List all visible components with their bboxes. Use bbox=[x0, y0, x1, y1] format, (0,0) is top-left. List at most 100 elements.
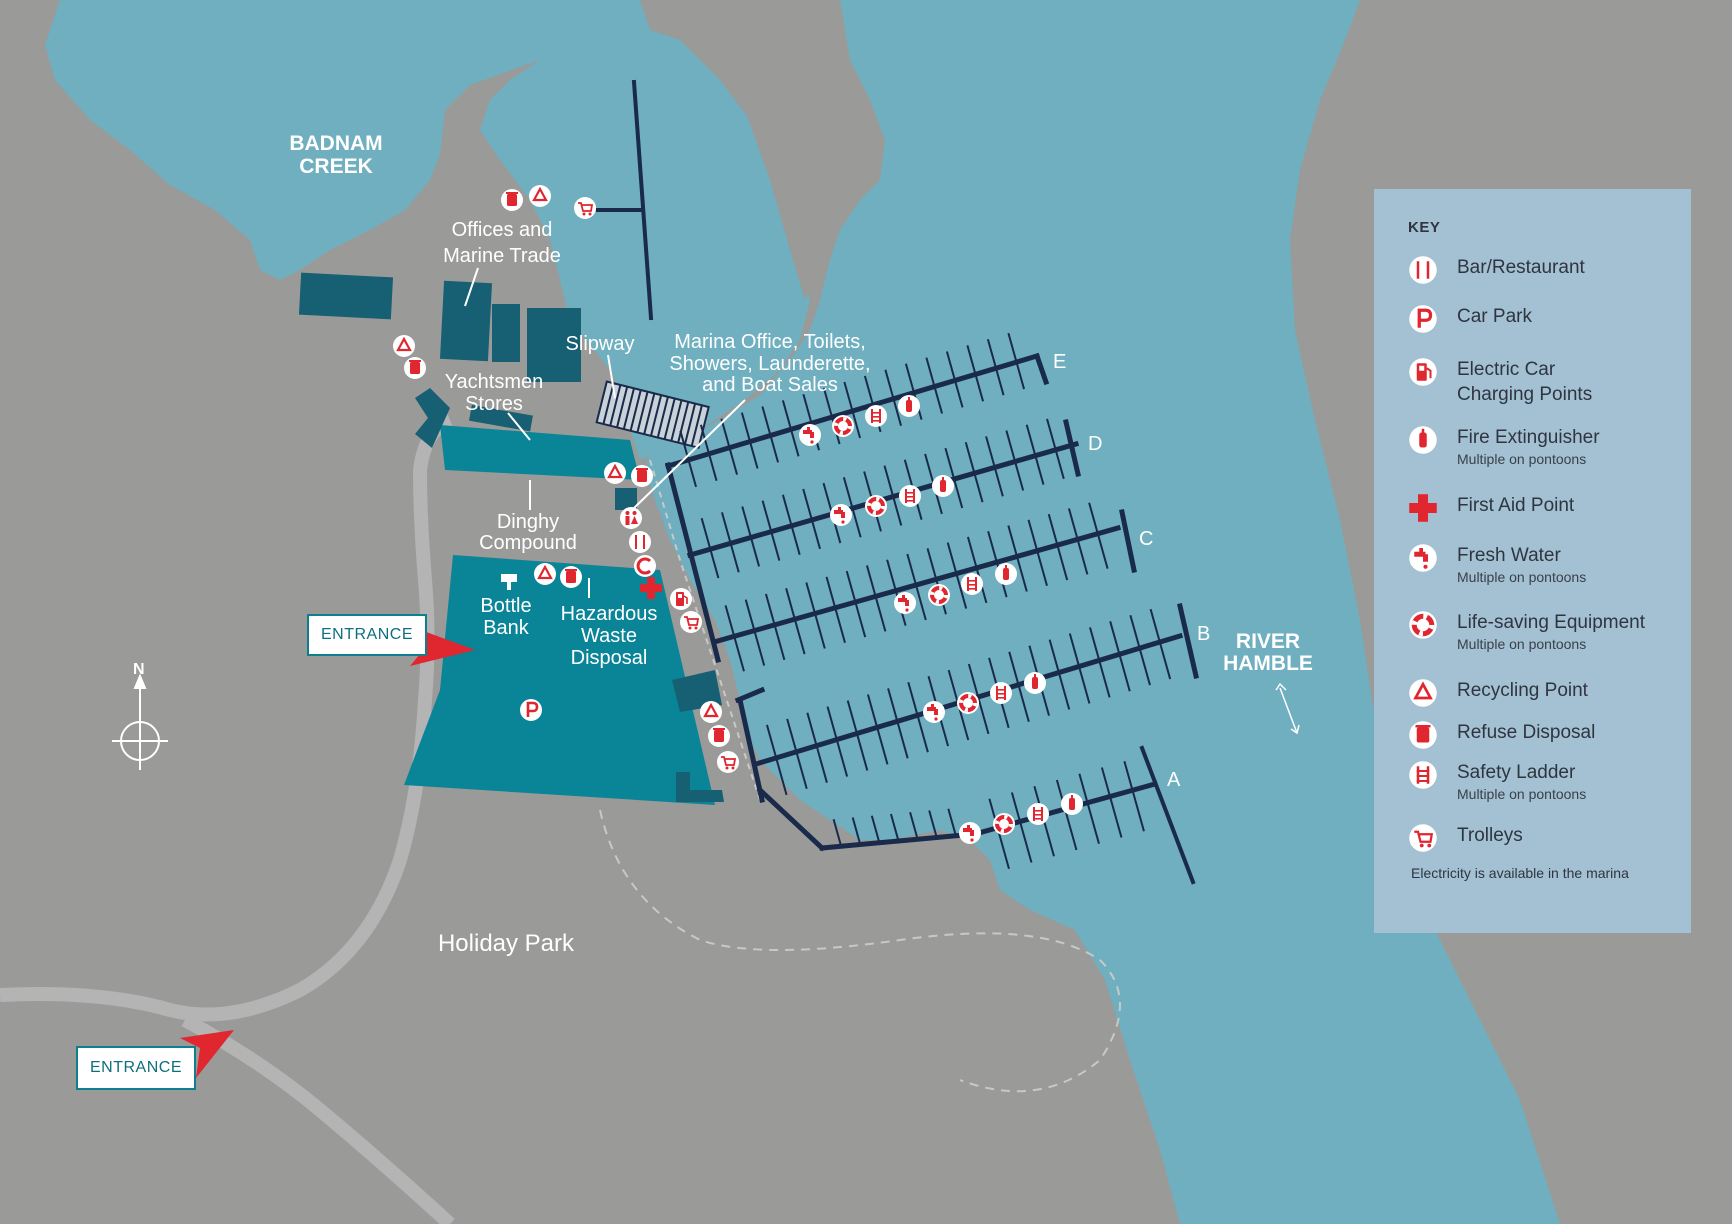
key-item-text: Electric Car Charging Points bbox=[1457, 357, 1592, 407]
bottle-bank-label-1: Bottle bbox=[480, 595, 531, 617]
refuse-icon bbox=[501, 189, 523, 211]
pontoon-label-c: C bbox=[1139, 528, 1153, 550]
key-item-text: Car Park bbox=[1457, 304, 1532, 329]
hazardous-label-2: Waste bbox=[581, 625, 637, 647]
recycling-icon bbox=[392, 334, 416, 358]
fire-extinguisher-icon bbox=[1061, 793, 1083, 815]
safety-ladder-icon bbox=[961, 573, 983, 595]
offices-label-1: Offices and bbox=[452, 219, 553, 241]
key-item-label: Refuse Disposal bbox=[1457, 722, 1596, 743]
key-item-text: Refuse Disposal bbox=[1457, 720, 1595, 745]
building-stores bbox=[415, 388, 450, 448]
pontoon-label-b: B bbox=[1197, 623, 1210, 645]
key-item-recycling: Recycling Point bbox=[1408, 678, 1588, 708]
entrance-sign-north: ENTRANCE bbox=[307, 614, 427, 656]
car-park-icon bbox=[519, 698, 543, 722]
key-item-text: First Aid Point bbox=[1457, 493, 1574, 518]
refuse-icon bbox=[560, 566, 582, 588]
key-item-sublabel: Multiple on pontoons bbox=[1457, 786, 1587, 802]
hazardous-label-3: Disposal bbox=[571, 647, 648, 669]
key-item-label: Bar/Restaurant bbox=[1457, 257, 1585, 278]
recycling-icon bbox=[1408, 678, 1438, 708]
river-flow-arrow bbox=[1275, 682, 1300, 735]
compass-north-label: N bbox=[133, 661, 145, 678]
offices-label-2: Marine Trade bbox=[443, 245, 561, 267]
electric-car-charging-icon bbox=[669, 587, 693, 611]
life-saving-icon bbox=[992, 812, 1016, 836]
badnam-creek-label-1: BADNAM bbox=[289, 132, 382, 155]
bottle-bank-label-2: Bank bbox=[483, 617, 530, 639]
key-item-text: Recycling Point bbox=[1457, 678, 1588, 703]
key-footer: Electricity is available in the marina bbox=[1411, 865, 1629, 881]
key-item-refuse: Refuse Disposal bbox=[1408, 720, 1595, 750]
safety-ladder-icon bbox=[899, 485, 921, 507]
key-item-label: Car Park bbox=[1457, 306, 1532, 327]
fresh-water-icon bbox=[923, 701, 945, 723]
badnam-creek-water bbox=[45, 0, 650, 280]
safety-ladder-icon bbox=[1409, 761, 1437, 789]
building-offices-2 bbox=[492, 304, 520, 362]
main-road bbox=[0, 413, 454, 1022]
key-item-label: Fire Extinguisher bbox=[1457, 427, 1600, 448]
building-offices-1 bbox=[439, 280, 493, 362]
safety-ladder-icon bbox=[1027, 803, 1049, 825]
safety-ladder-icon bbox=[865, 405, 887, 427]
fresh-water-icon bbox=[830, 504, 852, 526]
marina-quay bbox=[440, 425, 640, 480]
key-item-trolley: Trolleys bbox=[1408, 823, 1523, 853]
fire-extinguisher-icon bbox=[1409, 426, 1437, 454]
marina-office-label-3: and Boat Sales bbox=[702, 374, 838, 396]
trolley-icon bbox=[716, 750, 740, 774]
entrance-arrow-south bbox=[180, 1030, 234, 1078]
key-item-label: Trolleys bbox=[1457, 825, 1523, 846]
key-item-text: Trolleys bbox=[1457, 823, 1523, 848]
leader-lines bbox=[464, 267, 746, 598]
dinghy-label-1: Dinghy bbox=[497, 511, 559, 533]
bar-restaurant-icon bbox=[629, 531, 651, 553]
fresh-water-icon bbox=[894, 592, 916, 614]
key-item-sublabel: Multiple on pontoons bbox=[1457, 636, 1587, 652]
life-saving-icon bbox=[927, 583, 951, 607]
trolley-icon bbox=[679, 610, 703, 634]
recycling-icon bbox=[533, 562, 557, 586]
fresh-water-icon bbox=[799, 424, 821, 446]
key-item-first-aid: First Aid Point bbox=[1408, 493, 1574, 523]
holiday-park-label: Holiday Park bbox=[438, 930, 575, 957]
river-hamble-label-1: RIVER bbox=[1236, 630, 1300, 653]
marina-office-label-2: Showers, Launderette, bbox=[669, 353, 870, 375]
bar-restaurant-icon bbox=[1409, 256, 1437, 284]
yachtsmen-label-2: Stores bbox=[465, 393, 523, 415]
pontoon-label-a: A bbox=[1167, 769, 1181, 791]
fresh-water-icon bbox=[959, 822, 981, 844]
trolley-icon bbox=[1408, 823, 1438, 853]
building-west bbox=[298, 272, 394, 320]
slipway-label: Slipway bbox=[566, 333, 635, 355]
building-offices-3 bbox=[527, 308, 581, 382]
dinghy-label-2: Compound bbox=[479, 532, 577, 554]
fire-extinguisher-icon bbox=[898, 395, 920, 417]
badnam-creek-label-2: CREEK bbox=[299, 155, 373, 178]
key-item-label: Recycling Point bbox=[1457, 680, 1588, 701]
key-item-label: First Aid Point bbox=[1457, 495, 1575, 516]
refuse-icon bbox=[1409, 721, 1437, 749]
refuse-icon bbox=[631, 465, 653, 487]
hazardous-label-1: Hazardous bbox=[561, 603, 658, 625]
entrance-sign-south: ENTRANCE bbox=[76, 1046, 196, 1090]
building-marina-office bbox=[615, 488, 637, 510]
key-item-label: Fresh Water bbox=[1457, 545, 1561, 566]
river-hamble-label-2: HAMBLE bbox=[1223, 652, 1313, 675]
first-aid-icon bbox=[1409, 494, 1437, 522]
refuse-icon bbox=[708, 725, 730, 747]
recycling-icon bbox=[603, 461, 627, 485]
life-saving-icon bbox=[864, 494, 888, 518]
land-spit bbox=[680, 0, 880, 300]
life-saving-icon bbox=[831, 414, 855, 438]
